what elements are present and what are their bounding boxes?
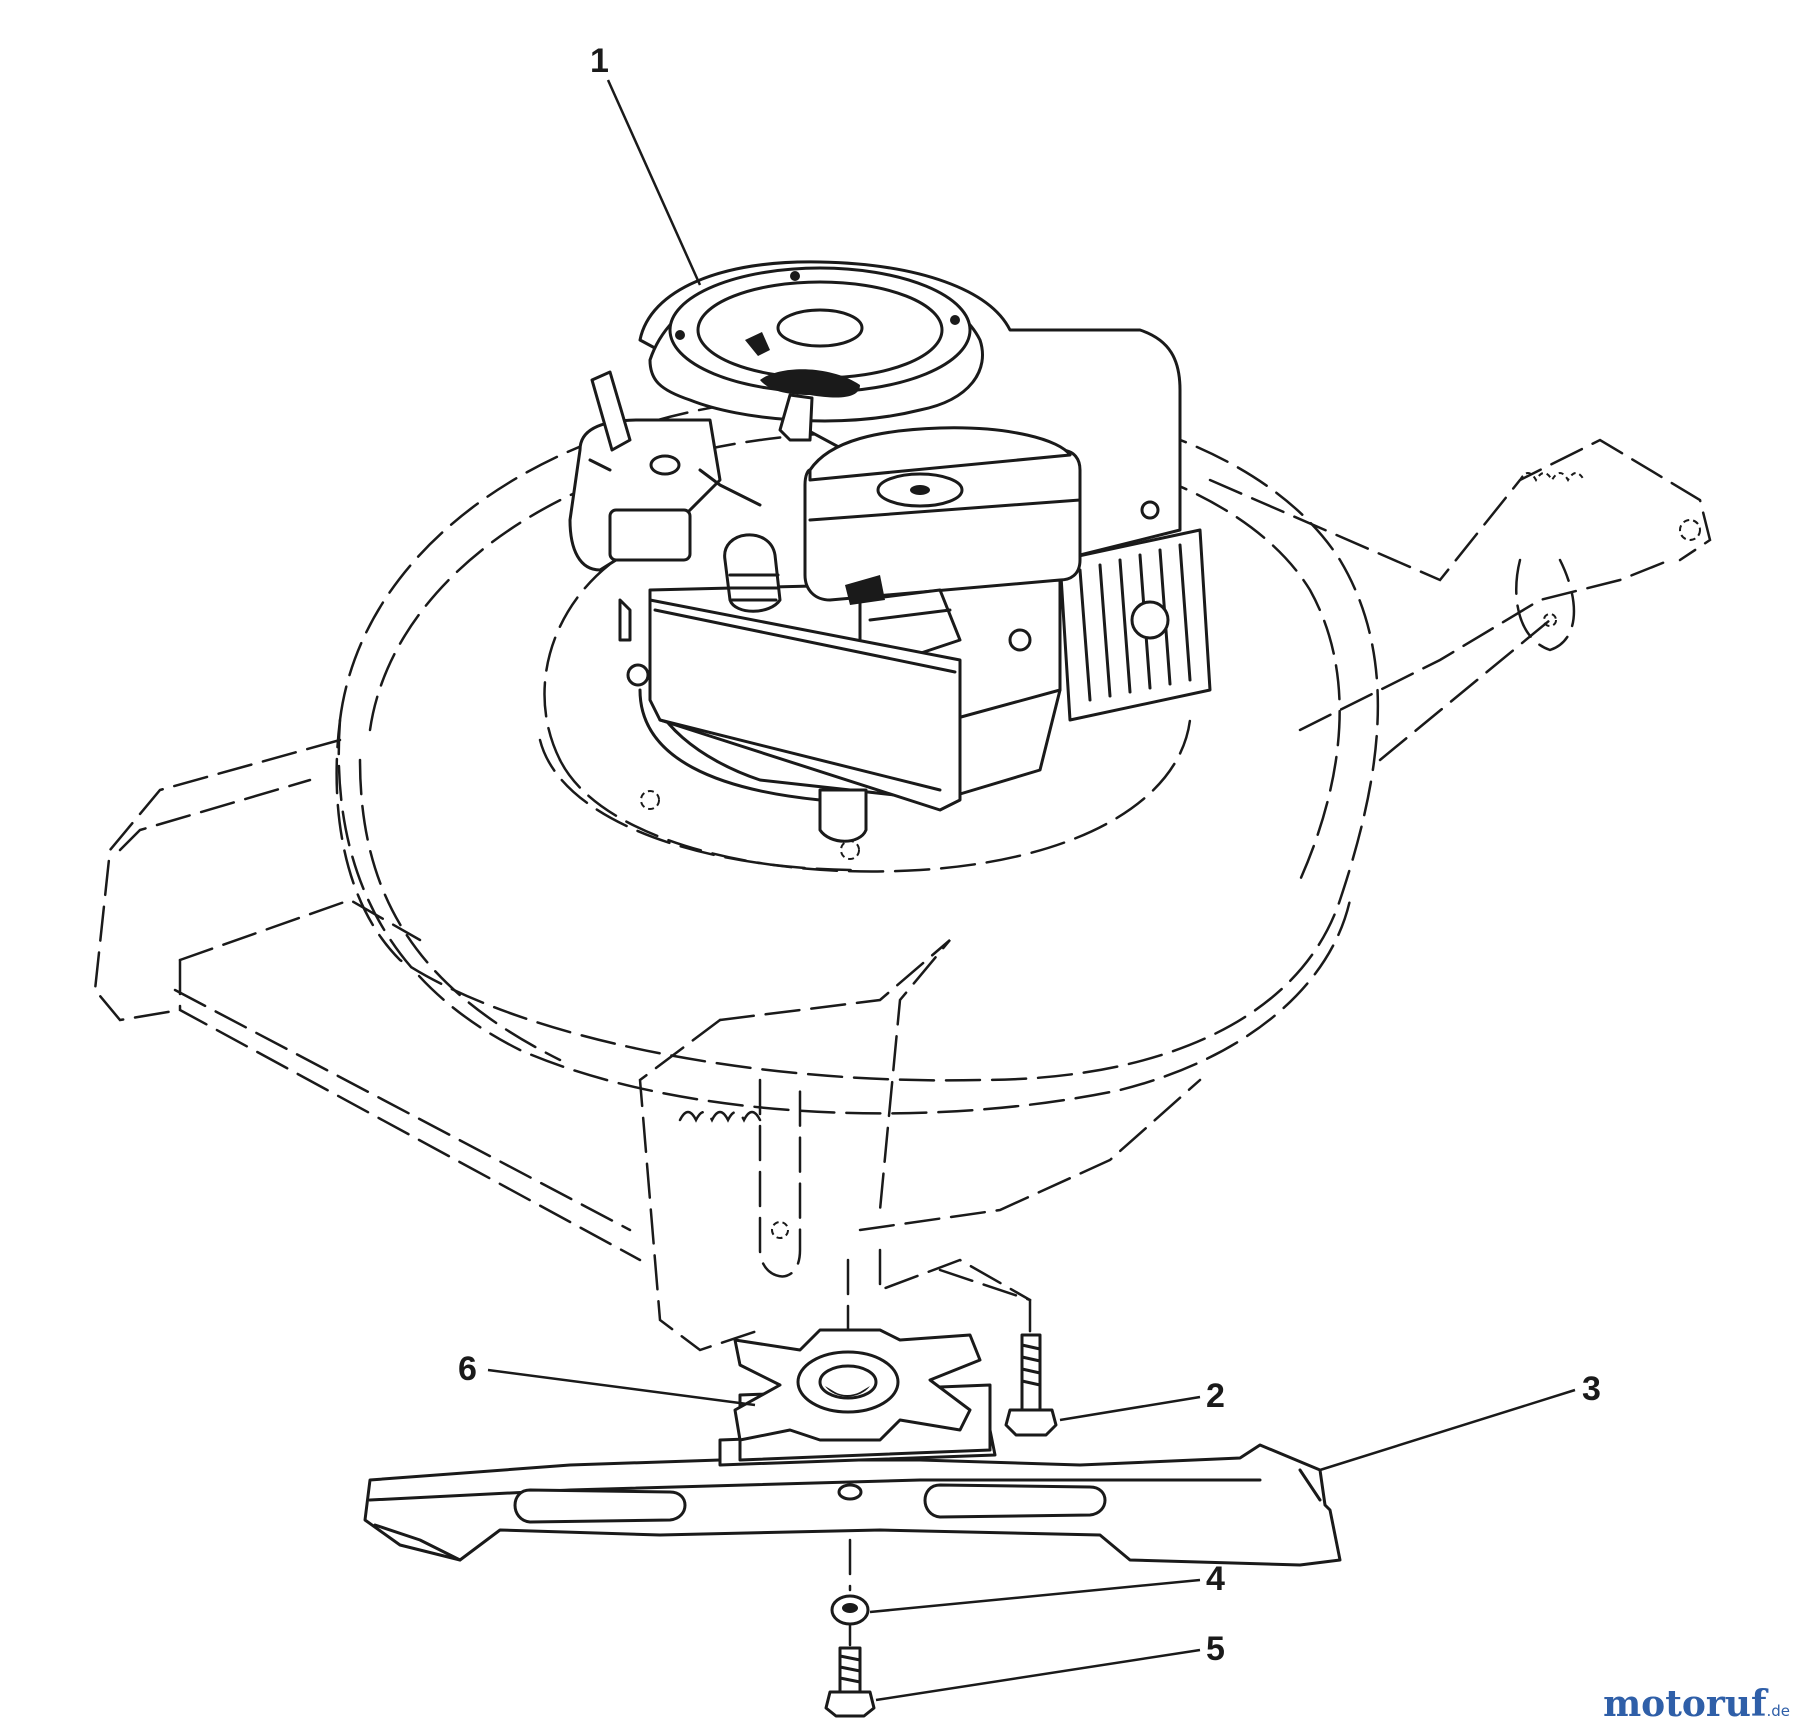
engine: [568, 260, 1212, 843]
blade-bolt: [824, 1646, 876, 1718]
callout-1: 1: [590, 42, 609, 80]
leader-6: [487, 1368, 756, 1407]
watermark-logo: motoruf.de: [1603, 1683, 1790, 1725]
callout-6: 6: [458, 1350, 477, 1388]
blade-washer: [830, 1594, 870, 1626]
adapter-bolt: [1004, 1333, 1058, 1437]
mower-blade: [363, 1443, 1342, 1567]
air-cleaner: [803, 426, 1082, 602]
leader-3: [1319, 1388, 1576, 1472]
leader-5: [875, 1648, 1201, 1702]
oil-fill-cap: [723, 533, 782, 613]
callout-2: 2: [1206, 1377, 1225, 1415]
watermark-suffix: .de: [1766, 1702, 1790, 1720]
callout-5: 5: [1206, 1630, 1225, 1668]
leader-4: [869, 1578, 1201, 1614]
callout-group: 1 2 3 4 5 6: [458, 42, 1601, 1702]
svg-text:motoruf.de: motoruf.de: [1603, 1683, 1790, 1725]
fuel-tank: [648, 598, 962, 812]
mower-deck-phantom: [93, 390, 1712, 1352]
leader-2: [1059, 1395, 1201, 1422]
callout-3: 3: [1582, 1370, 1601, 1408]
blade-assembly: [363, 1258, 1342, 1718]
leader-1: [606, 79, 702, 286]
blade-adapter: [718, 1328, 997, 1467]
watermark-main: motoruf: [1603, 1683, 1769, 1725]
callout-4: 4: [1206, 1560, 1225, 1598]
cylinder-fins: [1058, 528, 1212, 722]
